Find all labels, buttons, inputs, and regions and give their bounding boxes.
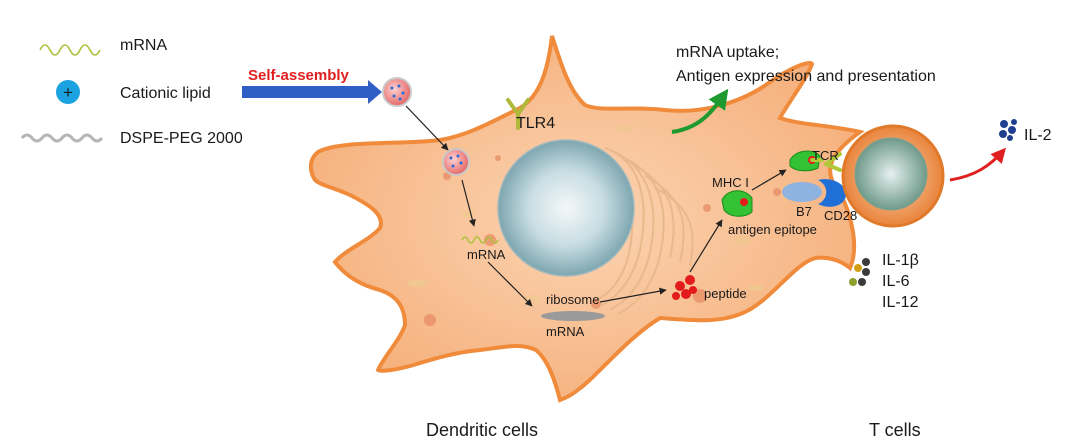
- t-cell-nucleus: [854, 137, 928, 211]
- il6-label: IL-6: [882, 273, 910, 290]
- ribosome-icon: [541, 311, 605, 321]
- il2-label: IL-2: [1024, 127, 1052, 144]
- b7-icon: [782, 182, 822, 202]
- antigen-dot: [740, 198, 748, 206]
- tlr4-receptor: TLR4: [506, 98, 555, 132]
- il2-icon: [999, 119, 1017, 141]
- dc-nucleus: [497, 139, 635, 277]
- b7-label: B7: [796, 204, 812, 219]
- mhc-icon: [721, 190, 753, 217]
- cd28-icon: [818, 179, 847, 207]
- t-cells-caption: T cells: [869, 420, 921, 440]
- peptide-icon: [672, 275, 697, 300]
- arrow-mrna-to-ribosome: [487, 261, 533, 307]
- cytokines: IL-1β IL-6 IL-12: [849, 252, 919, 311]
- lnp-particle-2: [442, 148, 470, 176]
- dspe-peg-wave-icon: [20, 133, 104, 143]
- inner-mrna-wave-icon: [461, 236, 499, 244]
- uptake-arrow: [671, 88, 729, 134]
- legend-dspe-peg-label: DSPE-PEG 2000: [120, 130, 243, 147]
- legend: mRNA + Cationic lipid DSPE-PEG 2000: [20, 37, 243, 147]
- il1b-label: IL-1β: [882, 252, 919, 269]
- arrow-lnp-to-cell: [405, 105, 449, 151]
- inner-mrna-label: mRNA: [467, 247, 506, 262]
- immune-synapse: TCR B7 CD28: [782, 148, 857, 223]
- il2-arrow: [949, 147, 1006, 182]
- uptake-line1: mRNA uptake;: [676, 44, 779, 61]
- dendritic-cells-caption: Dendritic cells: [426, 420, 538, 440]
- uptake: mRNA uptake; Antigen expression and pres…: [671, 44, 936, 134]
- tlr4-label: TLR4: [516, 115, 555, 132]
- uptake-line2: Antigen expression and presentation: [676, 68, 936, 85]
- il2-output: IL-2: [949, 119, 1052, 182]
- plus-icon: +: [63, 83, 73, 102]
- peptide-label: peptide: [704, 286, 747, 301]
- ribosome-mrna-label: mRNA: [546, 324, 585, 339]
- il12-label: IL-12: [882, 294, 919, 311]
- cd28-label: CD28: [824, 208, 857, 223]
- self-assembly-arrow: [242, 80, 382, 104]
- arrow-peptide-to-mhc: [689, 219, 723, 273]
- ribosome-label: ribosome: [546, 292, 599, 307]
- tcr-label: TCR: [812, 148, 839, 163]
- self-assembly: Self-assembly: [242, 67, 412, 107]
- legend-cationic-lipid-label: Cationic lipid: [120, 85, 211, 102]
- vesicles: [424, 155, 781, 326]
- arrow-mhc-to-surface: [751, 169, 787, 191]
- dendritic-cell: [308, 35, 865, 403]
- mrna-wave-icon: [39, 44, 101, 56]
- pathway: mRNA ribosome mRNA peptide MHC I antigen…: [405, 105, 817, 339]
- mhc-label: MHC I: [712, 175, 749, 190]
- t-cell: [841, 124, 945, 228]
- self-assembly-label: Self-assembly: [248, 67, 350, 84]
- tlr4-receptor-icon: [506, 98, 530, 130]
- surface-mhc-icon: [789, 150, 821, 172]
- arrow-ribosome-to-peptide: [599, 287, 667, 303]
- tcr-icon: [810, 152, 842, 172]
- antigen-epitope-label: antigen epitope: [728, 222, 817, 237]
- arrow-lnp-to-mrna: [461, 179, 476, 227]
- legend-mrna-label: mRNA: [120, 37, 167, 54]
- cationic-lipid-icon: [56, 80, 80, 104]
- lnp-particle-1: [382, 77, 412, 107]
- cytokine-icon: [849, 258, 870, 286]
